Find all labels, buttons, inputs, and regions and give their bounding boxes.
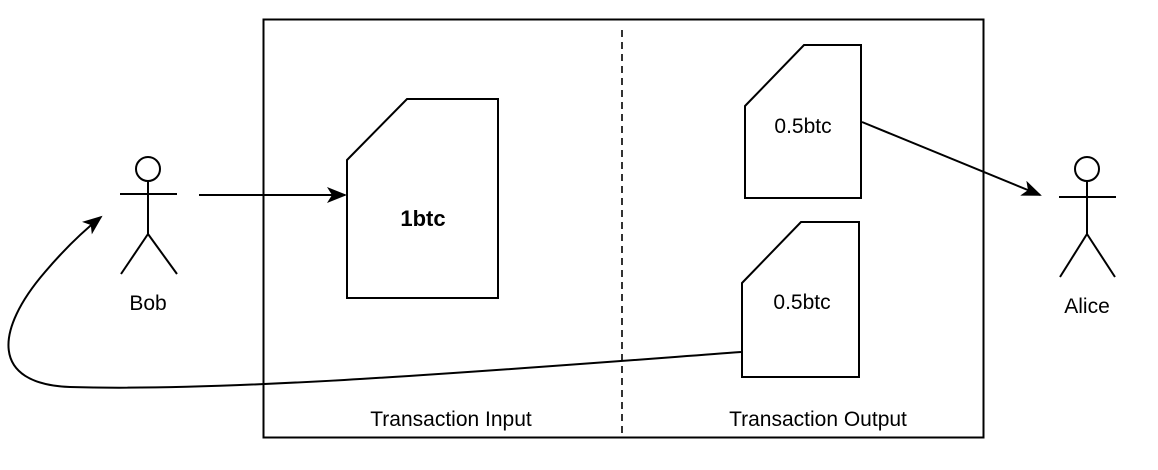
transaction-output-label: Transaction Output	[729, 408, 907, 431]
output-document-bob-shape	[741, 221, 860, 378]
bob-actor-label: Bob	[129, 292, 166, 315]
alice-actor-label: Alice	[1064, 295, 1110, 318]
alice-actor-icon	[1059, 156, 1116, 278]
arrow-output-to-alice	[861, 121, 1042, 196]
input-document-label: 1btc	[400, 206, 445, 231]
output-document-bob-label: 0.5btc	[773, 291, 830, 314]
input-document-shape	[346, 98, 499, 299]
output-document-alice-label: 0.5btc	[774, 115, 831, 138]
arrow-change-to-bob	[7, 215, 742, 389]
output-document-alice-shape	[744, 44, 862, 199]
transaction-input-label: Transaction Input	[370, 408, 532, 431]
bob-actor-icon	[120, 156, 178, 275]
transaction-box	[262, 18, 985, 439]
